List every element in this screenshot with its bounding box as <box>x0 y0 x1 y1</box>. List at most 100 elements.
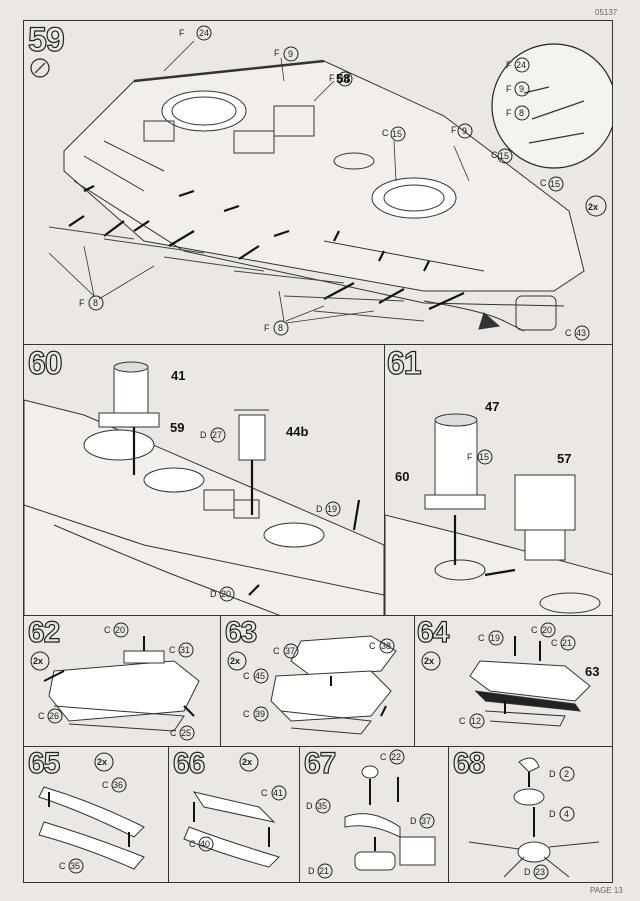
svg-text:C: C <box>273 646 280 656</box>
label-d27: 27 <box>212 430 222 440</box>
multiplier-2x: 2x <box>588 202 598 212</box>
step-number: 67 <box>303 747 337 781</box>
step-number: 68 <box>452 747 486 781</box>
label-c20: 20 <box>115 625 125 635</box>
svg-text:F: F <box>506 84 512 94</box>
detail-inset <box>491 43 612 169</box>
step-number: 63 <box>224 616 258 650</box>
label-d4: 4 <box>564 809 569 819</box>
label-c38: 38 <box>381 641 391 651</box>
funnel-47 <box>434 419 478 506</box>
label-d35: 35 <box>317 801 327 811</box>
label-c39: 39 <box>255 709 265 719</box>
svg-text:D: D <box>316 504 323 514</box>
label-c26: 26 <box>49 711 59 721</box>
step-number: 60 <box>27 345 63 382</box>
page-number: PAGE 13 <box>590 886 623 895</box>
glue-icon <box>34 62 46 74</box>
svg-text:C: C <box>531 625 538 635</box>
svg-text:C: C <box>369 641 376 651</box>
svg-text:F: F <box>264 323 270 333</box>
assembly-arrows <box>68 185 465 311</box>
label-c22: 22 <box>391 752 401 762</box>
step-59-panel: 59 <box>23 20 613 345</box>
svg-text:F: F <box>329 73 335 83</box>
sheet-code: 05137 <box>595 8 618 17</box>
svg-text:C: C <box>102 780 109 790</box>
inset-f24: 24 <box>516 60 526 70</box>
svg-text:D: D <box>306 801 313 811</box>
svg-text:D: D <box>549 769 556 779</box>
label-f15: 15 <box>479 452 489 462</box>
multiplier-2x: 2x <box>230 656 240 666</box>
funnel-44b <box>238 414 266 461</box>
part-59: 59 <box>170 420 184 435</box>
part-58: 58 <box>336 71 350 86</box>
label-d21: 21 <box>319 866 329 876</box>
part-60: 60 <box>395 469 409 484</box>
svg-text:C: C <box>491 150 498 160</box>
svg-text:C: C <box>380 752 387 762</box>
part-44b: 44b <box>286 424 308 439</box>
label-f9: 9 <box>288 49 293 59</box>
svg-text:F: F <box>79 298 85 308</box>
label-c25: 25 <box>181 728 191 738</box>
part-57: 57 <box>557 451 571 466</box>
svg-text:D: D <box>410 816 417 826</box>
svg-text:C: C <box>59 861 66 871</box>
label-c12: 12 <box>471 716 481 726</box>
multiplier-2x: 2x <box>424 656 434 666</box>
label-c31: 31 <box>180 645 190 655</box>
label-d23: 23 <box>535 867 545 877</box>
label-c20: 20 <box>542 625 552 635</box>
svg-text:F: F <box>506 108 512 118</box>
label-c15b: 15 <box>499 151 509 161</box>
svg-text:D: D <box>200 430 207 440</box>
label-c21: 21 <box>562 638 572 648</box>
label-f9b: 9 <box>462 126 467 136</box>
part-63: 63 <box>585 664 599 679</box>
svg-text:F: F <box>179 28 185 38</box>
superstructure-57 <box>514 474 576 531</box>
multiplier-2x: 2x <box>97 757 107 767</box>
part-47: 47 <box>485 399 499 414</box>
label-c35: 35 <box>70 861 80 871</box>
label-c45: 45 <box>255 671 265 681</box>
step-number: 61 <box>386 345 422 382</box>
svg-text:C: C <box>382 128 389 138</box>
svg-text:C: C <box>170 728 177 738</box>
step-number: 66 <box>172 747 206 781</box>
label-f8a: 8 <box>93 298 98 308</box>
svg-text:D: D <box>210 589 217 599</box>
label-c19: 19 <box>490 633 500 643</box>
inset-f8: 8 <box>519 108 524 118</box>
svg-text:C: C <box>565 328 572 338</box>
label-f8b: 8 <box>278 323 283 333</box>
label-c15a: 15 <box>392 129 402 139</box>
svg-text:C: C <box>38 711 45 721</box>
label-c36: 36 <box>113 780 123 790</box>
svg-text:C: C <box>243 671 250 681</box>
svg-text:D: D <box>524 867 531 877</box>
label-c15c: 15 <box>550 179 560 189</box>
step-number: 64 <box>416 616 450 650</box>
label-c43: 43 <box>576 328 586 338</box>
svg-text:C: C <box>551 638 558 648</box>
label-d20: 20 <box>221 589 231 599</box>
svg-text:C: C <box>540 178 547 188</box>
